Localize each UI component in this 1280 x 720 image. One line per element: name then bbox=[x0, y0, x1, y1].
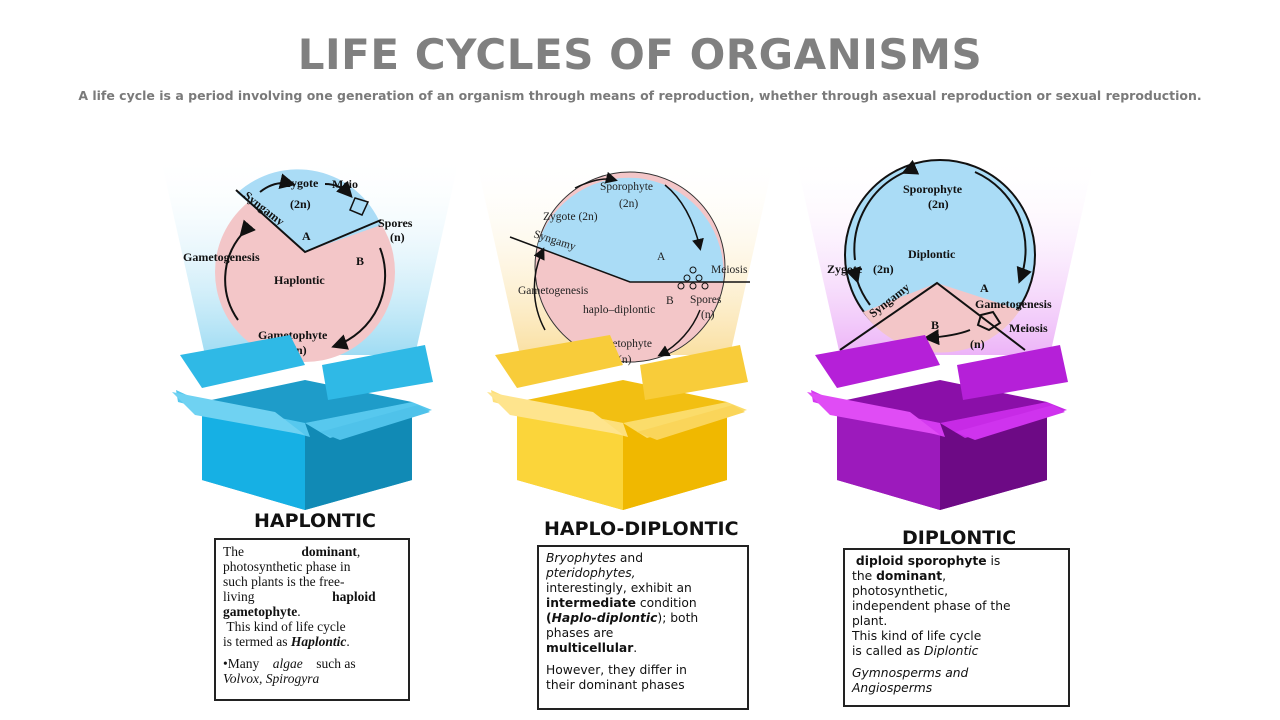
text-line: phases are bbox=[546, 626, 614, 640]
text-line: and bbox=[619, 551, 644, 565]
sporophyte-label: Sporophyte bbox=[903, 182, 963, 196]
text-emphasis: diploid sporophyte bbox=[855, 554, 987, 568]
text-line: condition bbox=[639, 596, 697, 610]
region-b-label: B bbox=[666, 295, 674, 307]
text-line: plant. bbox=[852, 614, 888, 628]
region-a-label: A bbox=[657, 251, 666, 263]
text-line: . bbox=[346, 634, 350, 649]
text-line: •Many bbox=[223, 656, 260, 671]
diplontic-cycle-diagram: Sporophyte (2n) Diplontic Zygote (2n) A … bbox=[827, 159, 1052, 353]
text-line: independent phase of the bbox=[852, 599, 1011, 613]
text-line: . bbox=[297, 604, 301, 619]
diplontic-illustration: Sporophyte (2n) Diplontic Zygote (2n) A … bbox=[795, 155, 1095, 510]
spores-label: Spores bbox=[378, 216, 413, 230]
text-line: , bbox=[942, 569, 946, 583]
text-line: such as bbox=[316, 656, 356, 671]
haplontic-label: HAPLONTIC bbox=[254, 510, 376, 532]
text-emphasis: ( bbox=[546, 611, 552, 625]
region-a-label: A bbox=[980, 281, 989, 295]
gametogenesis-label: Gametogenesis bbox=[518, 285, 589, 297]
zygote-label: Zygote bbox=[283, 176, 319, 190]
panel-haplontic: Zygote (2n) Meio Spores (n) Syngamy A B … bbox=[150, 140, 480, 720]
sporophyte-ploidy: (2n) bbox=[619, 198, 638, 210]
spores-ploidy: (n) bbox=[390, 230, 405, 244]
text-emphasis: Diplontic bbox=[924, 644, 979, 658]
gametogenesis-label: Gametogenesis bbox=[975, 297, 1052, 311]
text-line: living bbox=[223, 589, 255, 604]
meiosis-label: Meiosis bbox=[1009, 321, 1048, 335]
text-line: their dominant phases bbox=[546, 678, 685, 692]
text-emphasis: Haplo-diplontic bbox=[551, 611, 658, 625]
text-line: The bbox=[223, 544, 244, 559]
text-line: . bbox=[633, 641, 638, 655]
zygote-label: Zygote (2n) bbox=[543, 211, 598, 223]
gamete-ploidy: (n) bbox=[970, 337, 985, 351]
haplo-diplontic-cycle-diagram: Sporophyte (2n) Zygote (2n) Syngamy A Me… bbox=[509, 171, 750, 366]
text-emphasis: dominant bbox=[301, 544, 357, 559]
yellow-box bbox=[487, 335, 748, 510]
purple-box bbox=[807, 335, 1068, 510]
text-line: photosynthetic phase in bbox=[223, 559, 351, 574]
text-emphasis: multicellular bbox=[546, 641, 634, 655]
text-emphasis: Gymnosperms and bbox=[852, 666, 969, 680]
zygote-ploidy: (2n) bbox=[290, 197, 311, 211]
text-line: , bbox=[356, 544, 361, 559]
text-emphasis: intermediate bbox=[546, 596, 636, 610]
spores-label: Spores bbox=[690, 294, 722, 306]
haplontic-description: The dominant, photosynthetic phase in su… bbox=[214, 538, 410, 701]
text-emphasis: dominant bbox=[876, 569, 943, 583]
text-emphasis: Haplontic bbox=[290, 634, 347, 649]
text-emphasis: Angiosperms bbox=[852, 681, 933, 695]
zygote-ploidy: (2n) bbox=[873, 262, 894, 276]
blue-box bbox=[172, 335, 433, 510]
sporophyte-label: Sporophyte bbox=[600, 181, 653, 193]
haplontic-cycle-diagram: Zygote (2n) Meio Spores (n) Syngamy A B … bbox=[183, 169, 413, 362]
text-emphasis: Bryophytes bbox=[546, 551, 616, 565]
text-line: interestingly, exhibit an bbox=[546, 581, 692, 595]
text-line: the bbox=[852, 569, 873, 583]
center-label: Haplontic bbox=[274, 273, 325, 287]
center-label: haplo–diplontic bbox=[583, 304, 655, 316]
meiosis-label: Meiosis bbox=[711, 264, 748, 276]
page-subtitle: A life cycle is a period involving one g… bbox=[78, 88, 1202, 103]
sporophyte-ploidy: (2n) bbox=[928, 197, 949, 211]
text-line: is called as bbox=[852, 644, 921, 658]
haplo-diplontic-description: Bryophytes and pteridophytes, interestin… bbox=[537, 545, 749, 710]
text-emphasis: pteridophytes, bbox=[546, 566, 636, 580]
zygote-label: Zygote bbox=[827, 262, 863, 276]
center-label: Diplontic bbox=[908, 247, 956, 261]
text-line: However, they differ in bbox=[546, 663, 687, 677]
gametogenesis-label: Gametogenesis bbox=[183, 250, 260, 264]
panel-diplontic: Sporophyte (2n) Diplontic Zygote (2n) A … bbox=[785, 140, 1115, 720]
diplontic-description: diploid sporophyte is the dominant, phot… bbox=[843, 548, 1070, 707]
text-emphasis: algae bbox=[272, 656, 303, 671]
region-b-label: B bbox=[356, 254, 364, 268]
spores-ploidy: (n) bbox=[701, 309, 715, 321]
text-emphasis: haploid bbox=[332, 589, 376, 604]
haplo-diplontic-illustration: Sporophyte (2n) Zygote (2n) Syngamy A Me… bbox=[475, 155, 775, 510]
region-a-label: A bbox=[302, 229, 311, 243]
panel-haplo-diplontic: Sporophyte (2n) Zygote (2n) Syngamy A Me… bbox=[465, 140, 795, 720]
text-line: ); both bbox=[657, 611, 699, 625]
haplo-diplontic-label: HAPLO-DIPLONTIC bbox=[544, 518, 739, 540]
text-line: This kind of life cycle bbox=[852, 629, 982, 643]
text-line: is termed as bbox=[223, 634, 288, 649]
text-line: is bbox=[990, 554, 1001, 568]
page-title: LIFE CYCLES OF ORGANISMS bbox=[297, 30, 983, 79]
text-line: This kind of life cycle bbox=[226, 619, 346, 634]
meiosis-label: Meio bbox=[332, 177, 358, 191]
text-emphasis: gametophyte bbox=[223, 604, 298, 619]
text-line: such plants is the free- bbox=[223, 574, 345, 589]
region-b-label: B bbox=[931, 318, 939, 332]
text-emphasis: Volvox, Spirogyra bbox=[223, 671, 320, 686]
haplontic-illustration: Zygote (2n) Meio Spores (n) Syngamy A B … bbox=[160, 155, 460, 510]
text-line: photosynthetic, bbox=[852, 584, 949, 598]
diplontic-label: DIPLONTIC bbox=[902, 527, 1017, 549]
